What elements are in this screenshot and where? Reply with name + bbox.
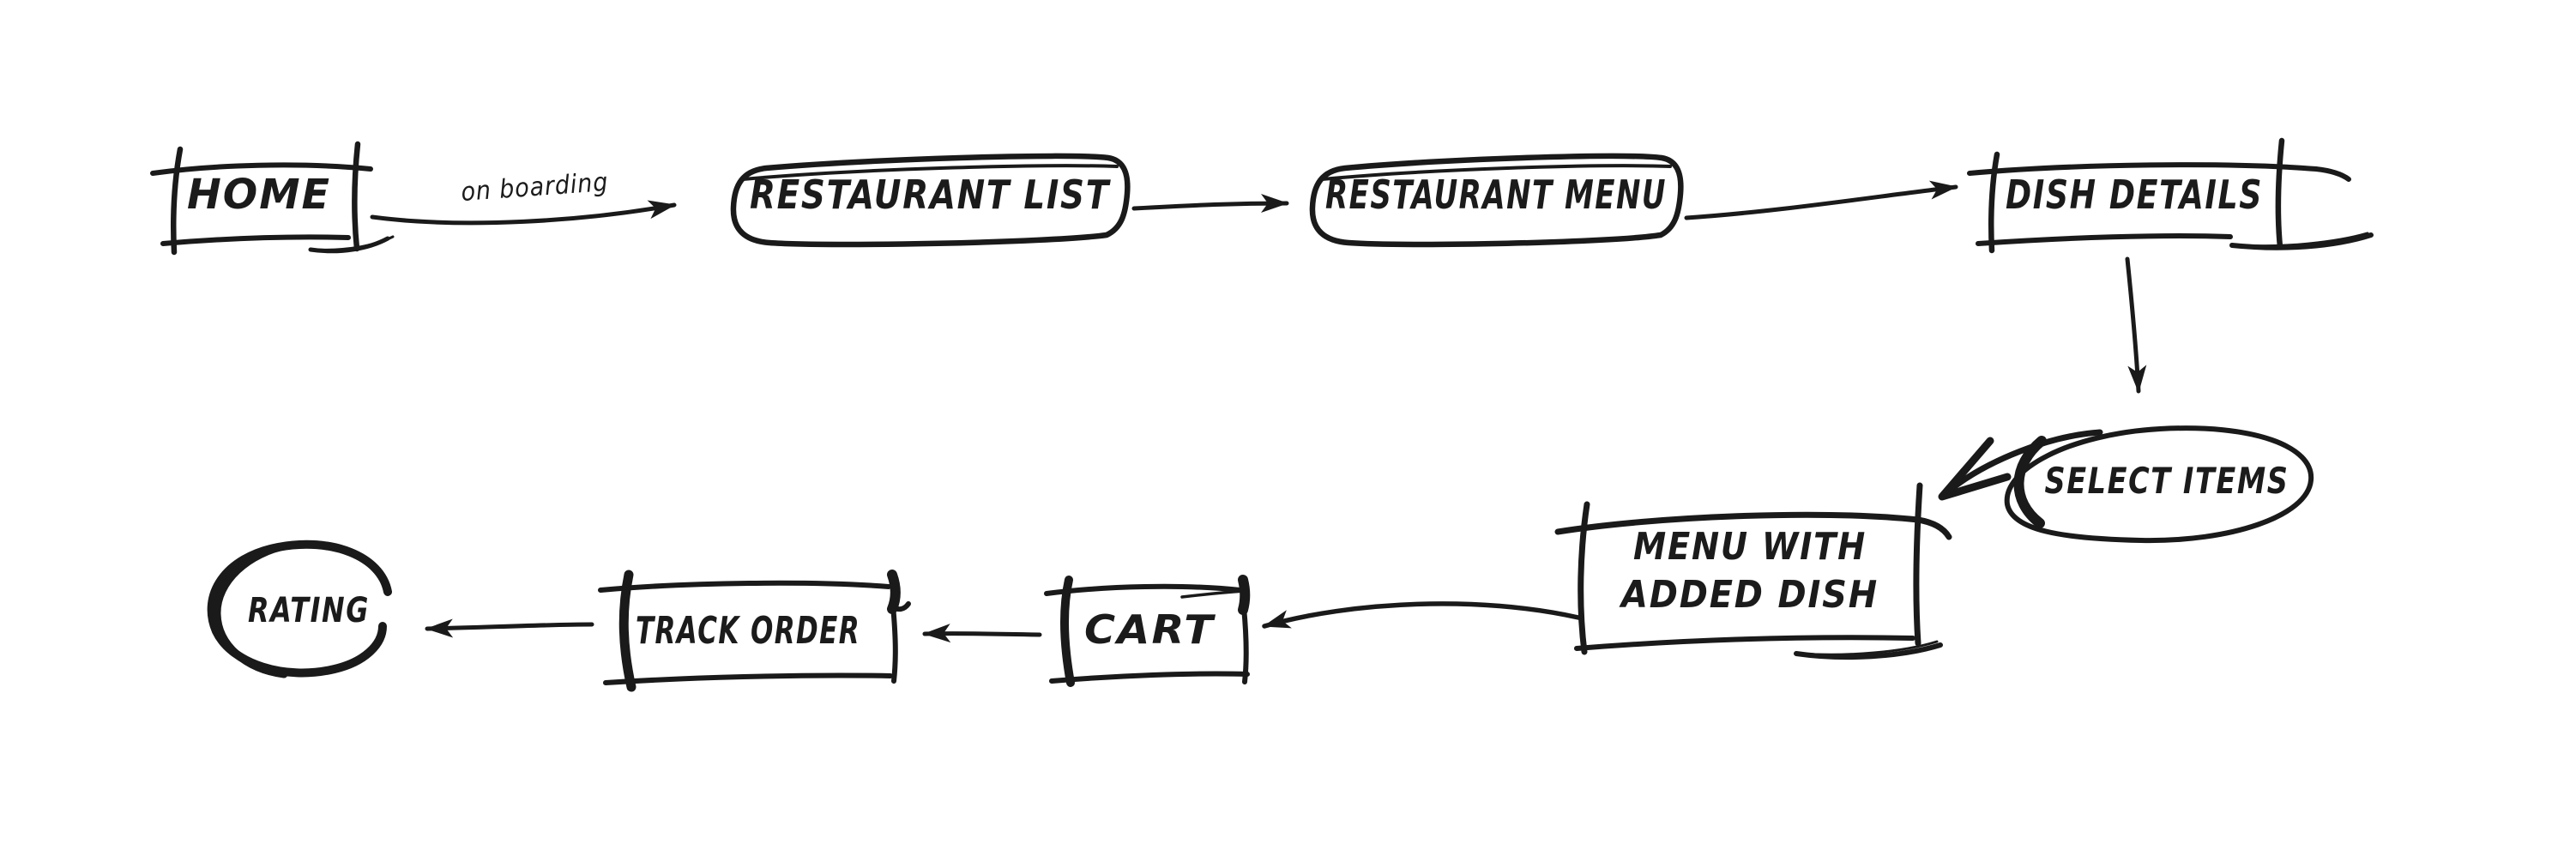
node-home-edge-left [171,146,184,256]
edges-layer: on boarding [370,167,2147,643]
node-home-label: HOME [187,171,331,219]
node-menu-edge-right [1913,482,1923,647]
node-select-items-label: SELECT ITEMS [2045,460,2289,502]
node-menu-edge-top [1554,511,1952,540]
edge-menu-to-cart [1262,601,1581,629]
node-menu-label-line1: MENU WITH [1633,525,1867,569]
node-restaurant-menu-label: RESTAURANT MENU [1325,172,1667,218]
node-cart-topline2 [1180,589,1246,599]
node-home-edge-bottom [160,234,351,246]
edge-restaurant-menu-to-dish-details [1684,180,1958,220]
node-track-order-edge-bottom [603,672,893,685]
edge-select-items-to-menu [1938,429,2103,501]
node-track-order-edge-left [618,570,636,692]
node-rating-circle-arc2 [213,541,293,678]
edge-dish-details-to-select-items [2125,256,2147,394]
node-rating: RATING [207,540,392,678]
node-track-order: TRACK ORDER [598,570,911,692]
node-track-order-edge-right [890,603,898,684]
node-menu-edge-bottom [1574,635,1915,651]
node-home-edge-right [352,141,361,252]
edge-label-on-boarding: on boarding [460,167,609,208]
edge-track-order-to-rating [425,618,594,638]
node-track-order-edge-top [598,580,891,593]
node-track-order-label: TRACK ORDER [636,609,860,653]
node-cart-edge-left [1059,576,1075,687]
node-dish-details-edge-top [1967,162,2351,182]
edge-select-items-arrowhead-icon [1938,437,2012,501]
node-rating-label: RATING [248,591,370,630]
node-cart-label: CART [1084,606,1216,653]
node-select-items-ellipse [2004,425,2314,544]
node-restaurant-list-outline [730,153,1131,248]
node-restaurant-list: RESTAURANT LIST [730,153,1131,248]
node-dish-details-edge-left [1988,151,2000,254]
node-dish-details-edge-bottom [1976,232,2233,246]
node-restaurant-menu: RESTAURANT MENU [1309,153,1684,248]
edge-cart-to-track-order [922,624,1042,643]
node-cart-edge-right [1241,605,1249,684]
node-dish-details-swash-return [2234,232,2369,248]
node-cart: CART [1044,575,1251,687]
node-restaurant-list-topline2 [741,164,1119,181]
node-restaurant-list-label: RESTAURANT LIST [750,172,1111,218]
node-home-swash-return [311,235,395,251]
node-cart-edge-bottom [1049,671,1250,684]
node-select-items-heavy-arc [2013,436,2047,528]
edge-select-items-stem [1949,429,2103,491]
node-restaurant-menu-outline [1309,153,1684,248]
node-menu-with-added-dish: MENU WITH ADDED DISH [1554,482,1952,660]
node-home: HOME [150,141,395,256]
node-dish-details: DISH DETAILS [1967,137,2374,254]
edge-home-to-restaurant-list [370,200,677,226]
node-restaurant-menu-topline2 [1320,164,1672,181]
node-dish-details-label: DISH DETAILS [2006,172,2263,218]
node-menu-edge-left [1578,501,1590,655]
node-dish-details-edge-right [2275,137,2285,250]
edge-restaurant-list-to-restaurant-menu [1131,194,1289,214]
node-select-items: SELECT ITEMS [2004,425,2314,544]
node-rating-circle-arc1 [207,540,392,678]
node-menu-swash-return [1798,640,1939,656]
node-menu-label-line2: ADDED DISH [1619,573,1879,617]
